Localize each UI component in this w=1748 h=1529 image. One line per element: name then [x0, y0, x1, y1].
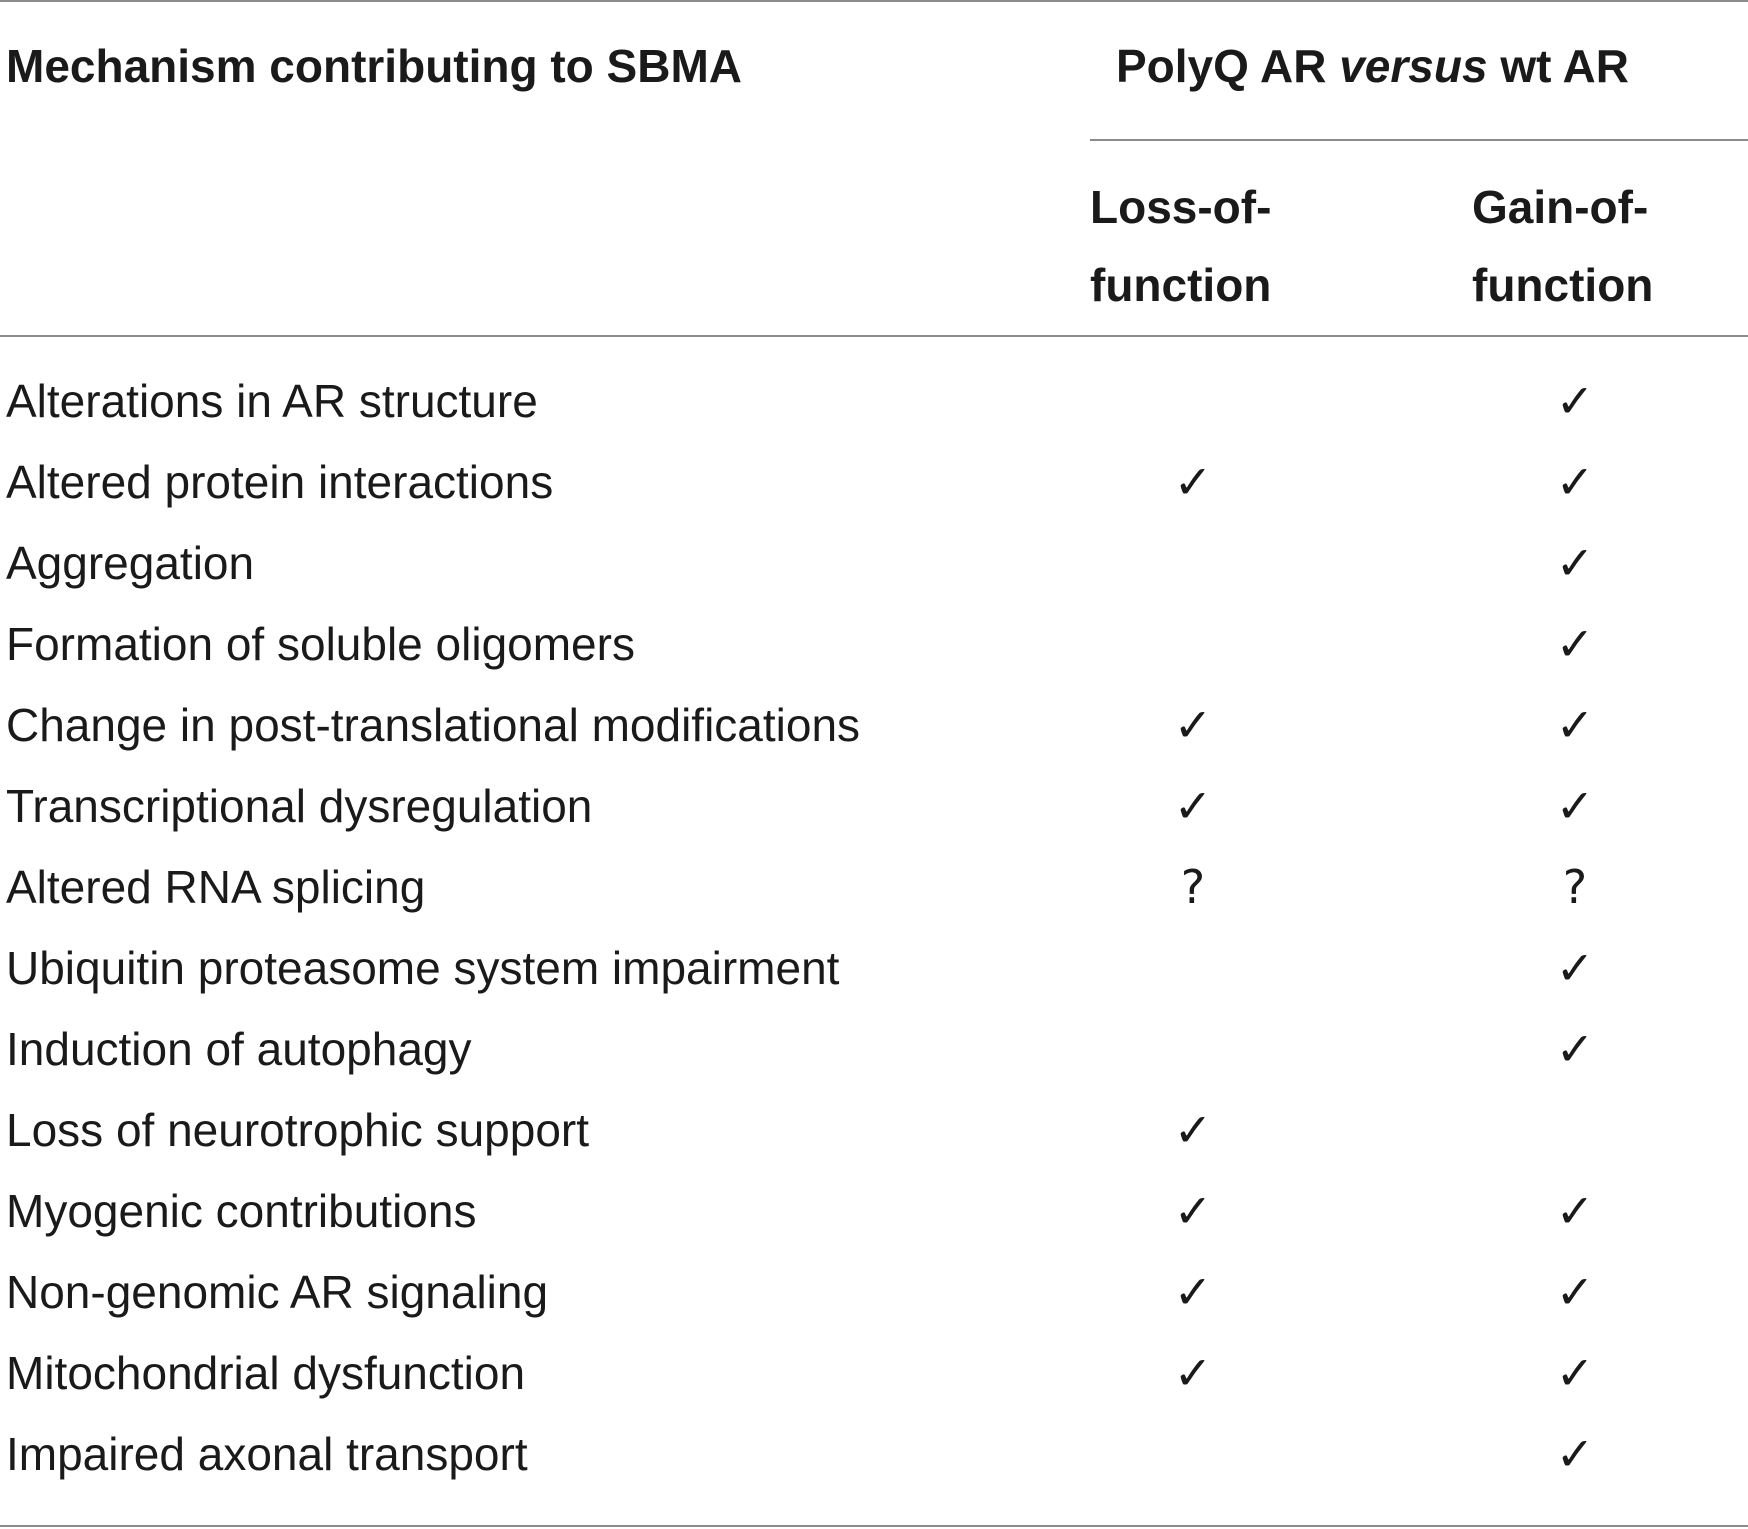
loss-of-function-cell: ✓: [1173, 698, 1213, 752]
table-row: Non-genomic AR signaling ✓ ✓: [0, 1252, 1748, 1333]
header-group-rule: [1090, 139, 1748, 141]
mechanism-cell: Alterations in AR structure: [6, 375, 538, 427]
mechanism-cell: Aggregation: [6, 537, 255, 589]
table-row: Aggregation ✓: [0, 523, 1748, 604]
table-row: Change in post-translational modificatio…: [0, 685, 1748, 766]
header-group-part1: PolyQ AR: [1116, 40, 1340, 92]
header-group: PolyQ AR versus wt AR: [1116, 26, 1629, 106]
table-row: Ubiquitin proteasome system impairment ✓: [0, 928, 1748, 1009]
gain-of-function-cell: ✓: [1555, 374, 1595, 428]
table-row: Induction of autophagy ✓: [0, 1009, 1748, 1090]
mechanism-cell: Altered protein interactions: [6, 456, 554, 508]
mechanism-cell: Non-genomic AR signaling: [6, 1266, 549, 1318]
mechanism-cell: Loss of neurotrophic support: [6, 1104, 590, 1156]
table-top-rule: [0, 0, 1748, 2]
mechanism-cell: Transcriptional dysregulation: [6, 780, 593, 832]
table-row: Loss of neurotrophic support ✓: [0, 1090, 1748, 1171]
mechanism-cell: Impaired axonal transport: [6, 1428, 528, 1480]
gain-of-function-cell: ✓: [1555, 941, 1595, 995]
gain-of-function-cell: ✓: [1555, 698, 1595, 752]
gain-of-function-cell: ✓: [1555, 779, 1595, 833]
mechanism-cell: Change in post-translational modificatio…: [6, 699, 861, 751]
header-mechanism: Mechanism contributing to SBMA: [6, 40, 742, 92]
header-loss-of-function: Loss-of-function: [1090, 181, 1272, 311]
loss-of-function-cell: ✓: [1173, 779, 1213, 833]
gain-of-function-cell: ✓: [1555, 455, 1595, 509]
table-row: Impaired axonal transport ✓: [0, 1414, 1748, 1495]
mechanism-cell: Induction of autophagy: [6, 1023, 472, 1075]
table-row: Mitochondrial dysfunction ✓ ✓: [0, 1333, 1748, 1414]
gain-of-function-cell: ✓: [1555, 1184, 1595, 1238]
mechanism-cell: Mitochondrial dysfunction: [6, 1347, 526, 1399]
gain-of-function-cell: ✓: [1555, 536, 1595, 590]
gain-of-function-cell: ✓: [1555, 617, 1595, 671]
gain-of-function-cell: ✓: [1555, 1265, 1595, 1319]
table-row: Transcriptional dysregulation ✓ ✓: [0, 766, 1748, 847]
mechanism-cell: Myogenic contributions: [6, 1185, 477, 1237]
mechanism-cell: Ubiquitin proteasome system impairment: [6, 942, 840, 994]
table-row: Altered protein interactions ✓ ✓: [0, 442, 1748, 523]
header-group-italic: versus: [1339, 40, 1488, 92]
mechanism-cell: Altered RNA splicing: [6, 861, 426, 913]
loss-of-function-cell: ✓: [1173, 1346, 1213, 1400]
table-body: Alterations in AR structure ✓ Altered pr…: [0, 361, 1748, 1495]
header-group-part2: wt AR: [1487, 40, 1629, 92]
table-row: Alterations in AR structure ✓: [0, 361, 1748, 442]
loss-of-function-cell: ✓: [1173, 1265, 1213, 1319]
gain-of-function-cell: ✓: [1555, 1427, 1595, 1481]
gain-of-function-cell: ?: [1562, 860, 1588, 914]
gain-of-function-cell: ✓: [1555, 1022, 1595, 1076]
mechanism-cell: Formation of soluble oligomers: [6, 618, 635, 670]
loss-of-function-cell: ✓: [1173, 1103, 1213, 1157]
loss-of-function-cell: ✓: [1173, 1184, 1213, 1238]
table-row: Myogenic contributions ✓ ✓: [0, 1171, 1748, 1252]
gain-of-function-cell: ✓: [1555, 1346, 1595, 1400]
table-bottom-rule: [0, 1525, 1748, 1527]
loss-of-function-cell: ✓: [1173, 455, 1213, 509]
loss-of-function-cell: ?: [1180, 860, 1206, 914]
header-gain-of-function: Gain-of-function: [1472, 181, 1654, 311]
table-row: Formation of soluble oligomers ✓: [0, 604, 1748, 685]
header-bottom-rule: [0, 335, 1748, 337]
table-row: Altered RNA splicing ? ?: [0, 847, 1748, 928]
